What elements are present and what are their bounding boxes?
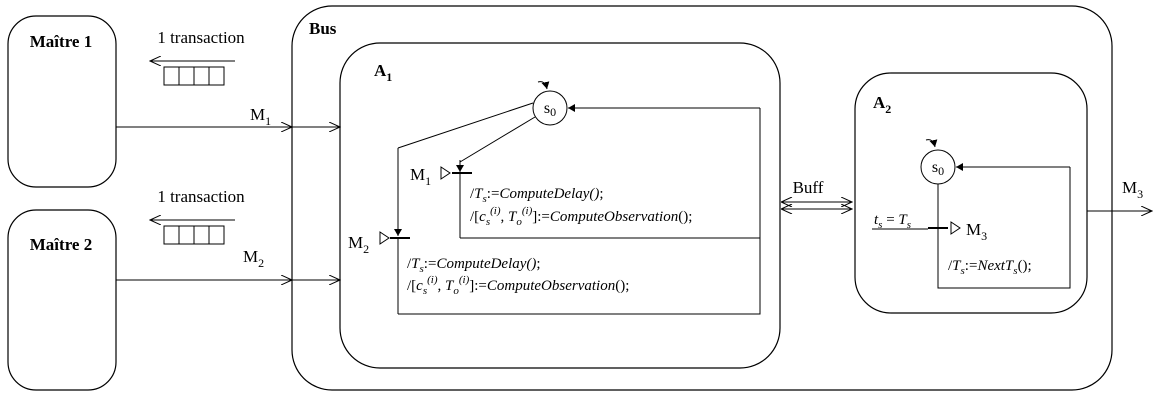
a1-transition-1-action-1: /Ts:=ComputeDelay(); <box>470 186 604 205</box>
transaction-label-2: 1 transaction <box>157 187 245 206</box>
a2-initial-state-marker <box>925 139 938 148</box>
link-m2-label: M2 <box>243 247 264 270</box>
a1-transition-2-input-arrowhead <box>379 231 390 245</box>
a1-transition-2-action-1: /Ts:=ComputeDelay(); <box>407 256 541 275</box>
a1-transition-2-message: M2 <box>348 233 369 256</box>
queue-buffer-1 <box>163 66 225 86</box>
bus-label: Bus <box>309 19 337 38</box>
a1-edge-s0-to-t1 <box>459 116 536 163</box>
transaction-label-1: 1 transaction <box>157 28 245 47</box>
a1-state-s0 <box>532 90 568 126</box>
output-m3-label: M3 <box>1122 178 1143 201</box>
buffer-label: Buff <box>793 178 824 197</box>
automaton-a2-label: A2 <box>873 93 891 116</box>
a2-guard: ts = Ts <box>874 212 911 231</box>
a1-edge-s0-to-t2 <box>397 102 534 149</box>
a1-loop-2 <box>398 238 761 315</box>
queue-buffer-2 <box>163 225 225 245</box>
bus-box <box>291 5 1113 391</box>
master1-label: Maître 1 <box>30 32 92 51</box>
master2-box <box>7 209 117 391</box>
a2-action: /Ts:=NextTs(); <box>948 258 1032 277</box>
link-m1-label: M1 <box>250 105 271 128</box>
automaton-a1-label: A1 <box>374 61 392 84</box>
master1-box <box>7 15 117 188</box>
a1-transition-2-action-2: /[cs(i), To(i)]:=ComputeObservation(); <box>407 274 629 297</box>
a2-loop <box>937 167 1071 289</box>
automaton-a1-box <box>339 42 781 369</box>
automaton-a2-box <box>854 72 1088 314</box>
a1-state-s0-label: s0 <box>544 100 556 119</box>
a1-initial-state-marker <box>537 81 550 90</box>
a1-transition-1-message: M1 <box>410 165 431 188</box>
a2-output-message: M3 <box>966 220 987 243</box>
a1-transition-1-action-2: /[cs(i), To(i)]:=ComputeObservation(); <box>470 205 692 228</box>
a2-transition-output-arrowhead <box>950 221 961 235</box>
a1-transition-1-input-arrowhead <box>440 166 451 180</box>
master2-label: Maître 2 <box>30 235 92 254</box>
a2-state-s0-label: s0 <box>932 159 944 178</box>
